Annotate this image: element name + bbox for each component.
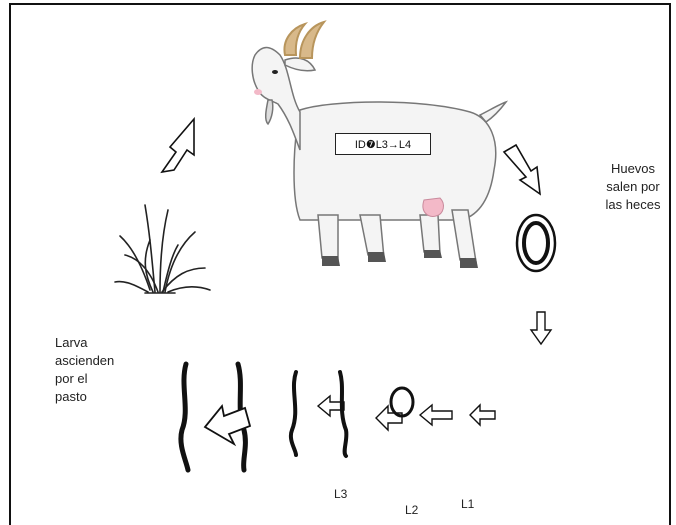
stage-l2-label: L2	[405, 503, 418, 517]
arrow-eggs-down	[531, 312, 551, 344]
larva-label-line-1: Larva	[55, 334, 115, 352]
goat-hooves	[322, 250, 478, 268]
eggs-label-line-1: Huevos	[598, 160, 668, 178]
l2-larva-icon	[391, 388, 413, 416]
larva-label: Larva ascienden por el pasto	[55, 334, 115, 406]
larva-label-line-4: pasto	[55, 388, 115, 406]
grass-tuft-icon	[115, 205, 210, 293]
arrow-l3-left	[376, 406, 402, 430]
egg-icon	[517, 215, 555, 271]
arrow-l2-left	[420, 405, 452, 425]
stage-l1-label: L1	[461, 497, 474, 511]
id-box-label: ID❼L3→L4	[335, 133, 431, 155]
arrow-goat-to-eggs	[504, 145, 540, 194]
arrow-grass-to-goat	[162, 119, 194, 172]
eggs-label-line-3: las heces	[598, 196, 668, 214]
grass-stems-l3	[291, 372, 347, 456]
larva-label-line-2: ascienden	[55, 352, 115, 370]
eggs-label-line-2: salen por	[598, 178, 668, 196]
larva-label-line-3: por el	[55, 370, 115, 388]
arrow-l1-left	[470, 405, 495, 425]
stage-l3-label: L3	[334, 487, 347, 501]
eggs-label: Huevos salen por las heces	[598, 160, 668, 214]
goat-horns	[284, 22, 324, 58]
